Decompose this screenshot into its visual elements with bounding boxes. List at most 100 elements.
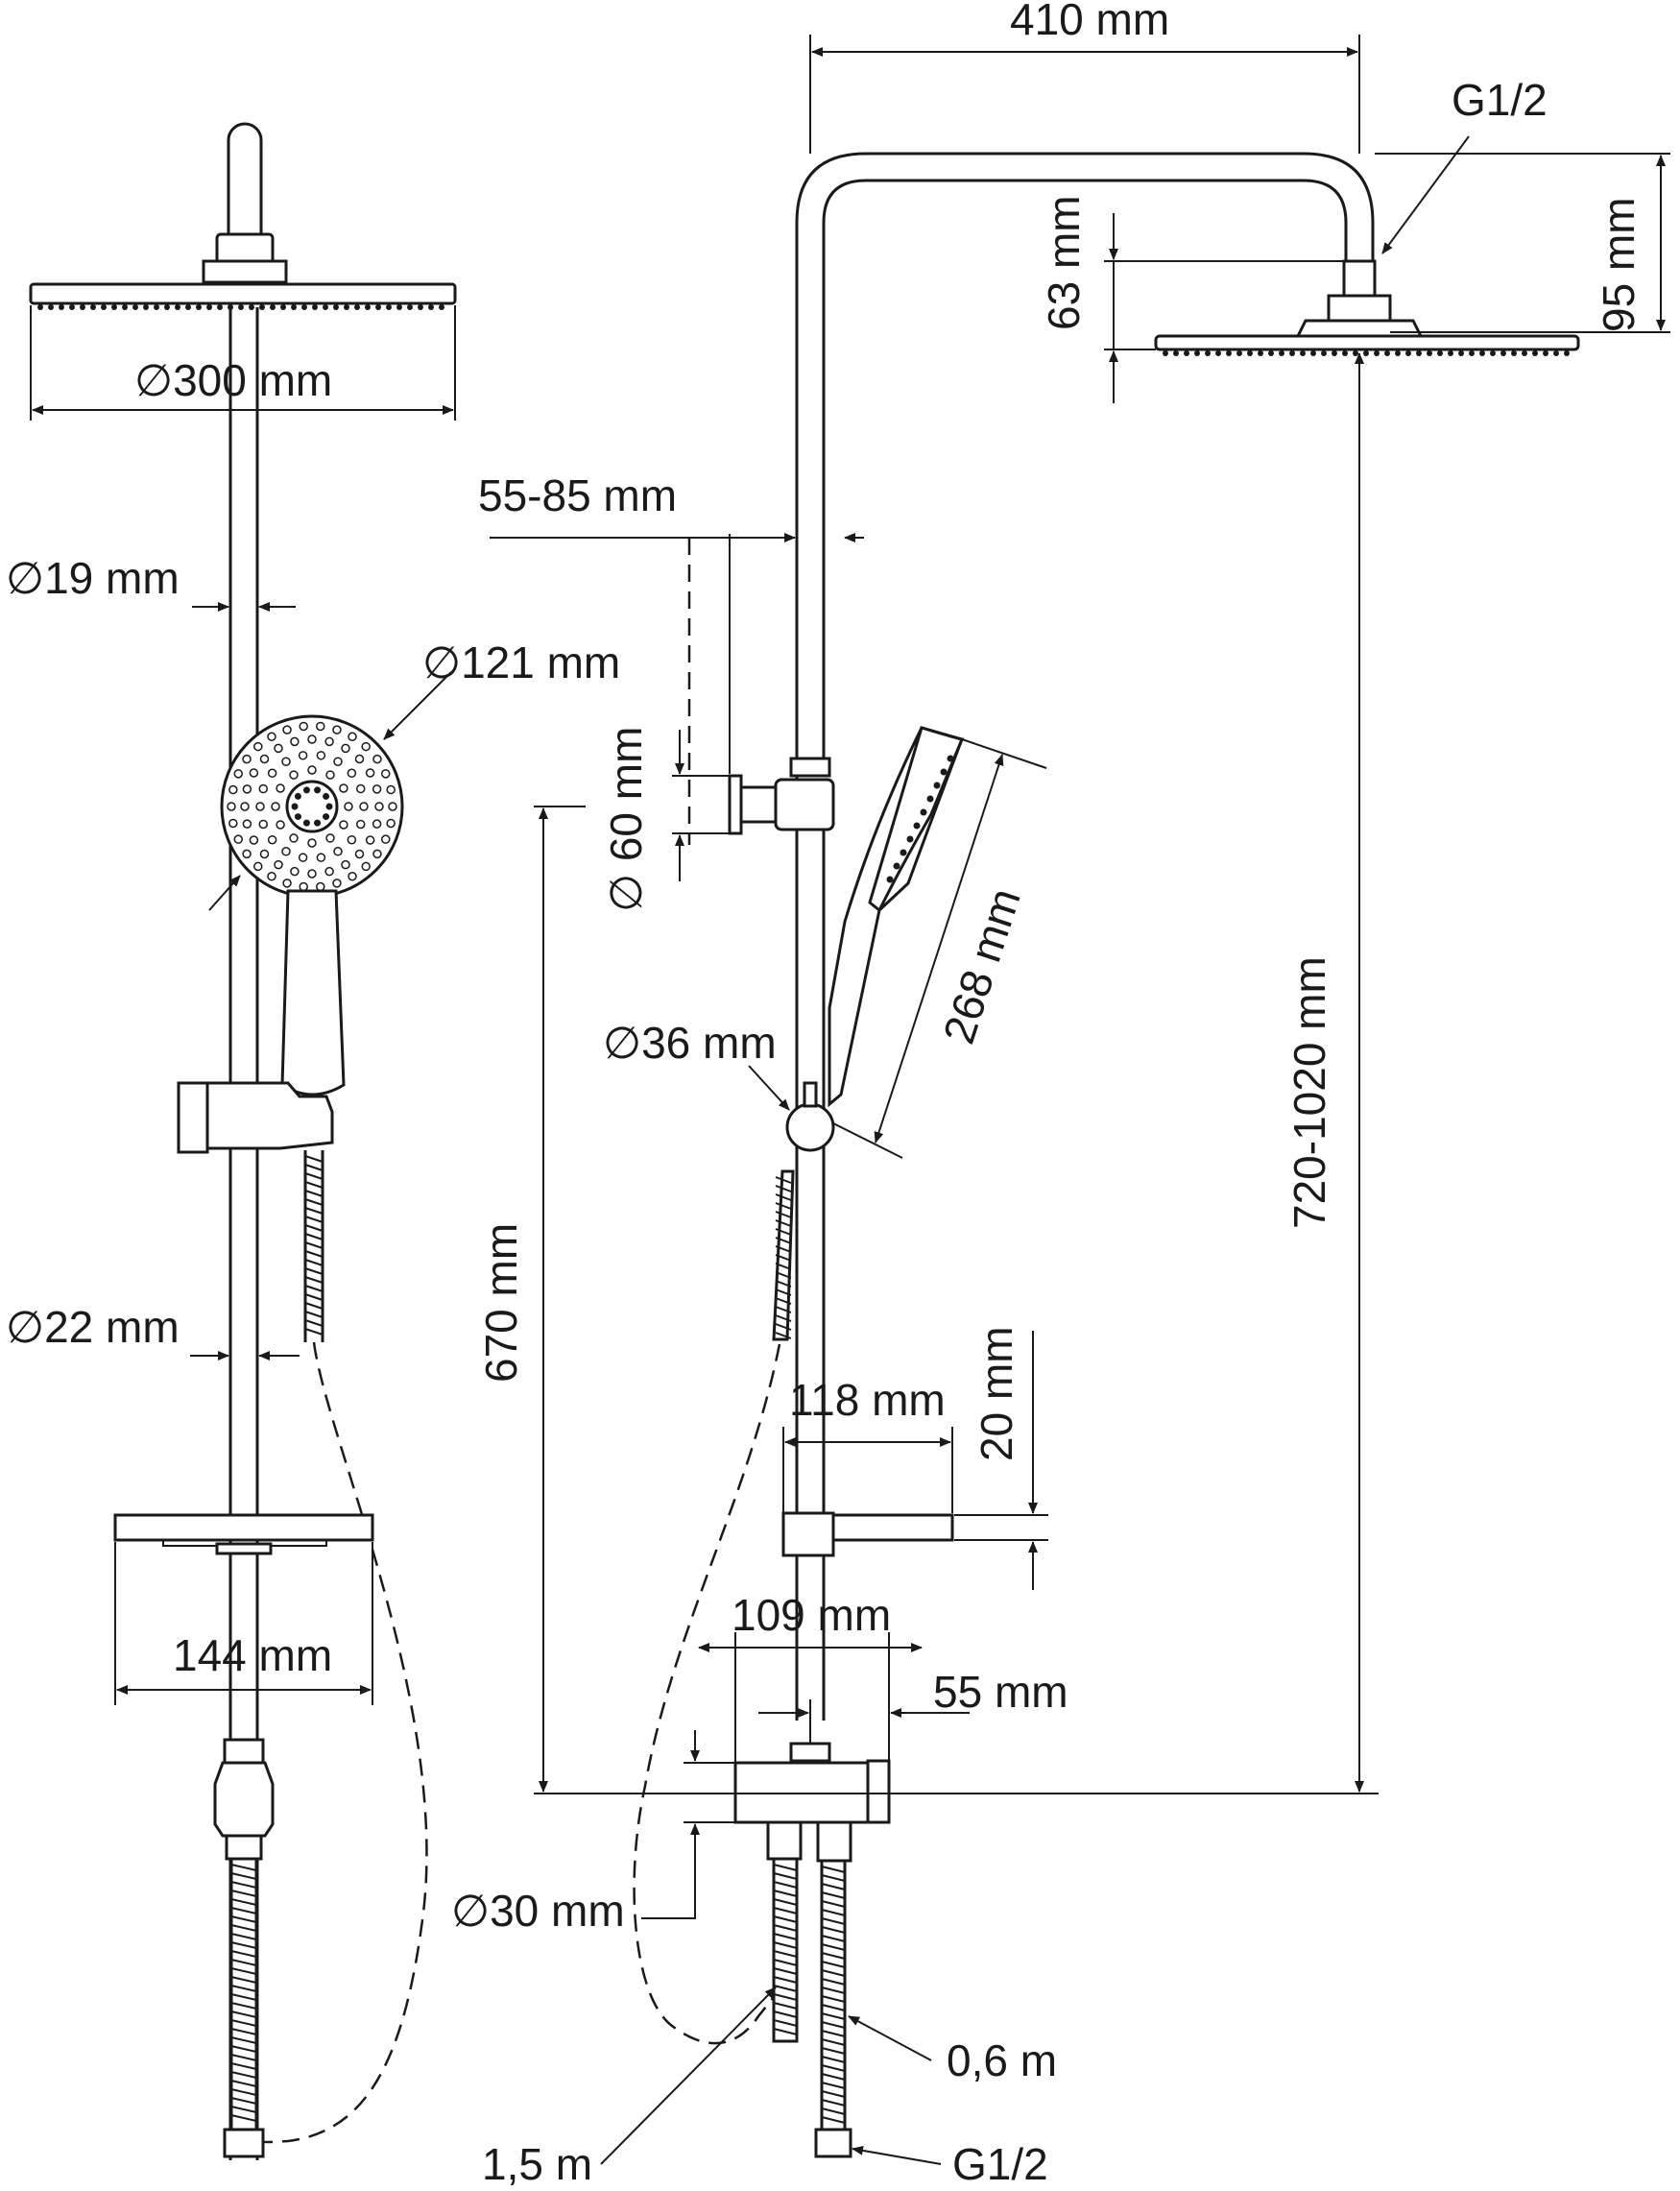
hose-hatch-line xyxy=(775,1245,792,1253)
nozzle-dot xyxy=(375,304,381,310)
hose-hatch-line xyxy=(775,1228,792,1236)
nozzle-dot xyxy=(428,304,434,310)
hand-nozzle xyxy=(228,818,238,829)
hand-nozzle xyxy=(282,879,292,888)
hand-nozzle xyxy=(307,838,317,848)
hose-hatch-line xyxy=(304,1241,324,1249)
hose-hatch-line xyxy=(773,1864,798,1871)
hose-hatch-line xyxy=(775,1314,792,1322)
hose-hatch-line xyxy=(773,1950,798,1958)
hose-hatch-line xyxy=(304,1267,324,1275)
hand-nozzle xyxy=(267,768,277,779)
hand-nozzle xyxy=(316,721,325,732)
nozzle-dot xyxy=(48,304,54,310)
hand-nozzle xyxy=(354,754,365,764)
hand-nozzle xyxy=(380,769,391,779)
hand-nozzle-center xyxy=(314,819,322,827)
hand-nozzle xyxy=(259,849,270,859)
side-rail-coupling xyxy=(789,757,831,778)
nozzle-dot xyxy=(1363,350,1369,356)
side-hand-nozzle xyxy=(926,795,934,803)
label-shelf-width-front: 144 mm xyxy=(173,1630,332,1680)
nozzle-dot xyxy=(1300,350,1306,356)
side-hand-hose xyxy=(772,1169,795,1341)
nozzle-dot xyxy=(354,304,360,310)
hose-hatch-line xyxy=(230,2088,257,2096)
hose-hatch-line xyxy=(230,1907,257,1914)
hose-hatch-line xyxy=(230,1976,257,1984)
nozzle-dot xyxy=(1553,350,1559,356)
hand-nozzle xyxy=(267,834,277,845)
hose-hatch-line xyxy=(821,1917,846,1925)
hand-nozzle xyxy=(380,834,391,844)
hand-nozzle xyxy=(333,757,343,766)
hand-nozzle xyxy=(361,741,371,752)
label-total-height: 720-1020 mm xyxy=(1284,956,1334,1229)
hose-hatch-line xyxy=(230,1985,257,1992)
hand-nozzle xyxy=(372,849,382,859)
nozzle-dot xyxy=(270,304,276,310)
nozzle-dot xyxy=(1332,350,1337,356)
hose-hatch-line xyxy=(821,2047,846,2055)
hand-nozzle xyxy=(228,784,238,795)
hand-nozzle xyxy=(290,736,300,747)
side-head-neck xyxy=(1295,319,1424,338)
hose-hatch-line xyxy=(775,1332,792,1339)
hose-hatch-line xyxy=(773,1924,798,1932)
nozzle-dot xyxy=(1268,350,1274,356)
hose-hatch-line xyxy=(304,1207,324,1215)
nozzle-dot xyxy=(1384,350,1390,356)
side-head-mount xyxy=(1327,294,1392,323)
hose-hatch-line xyxy=(773,1993,798,2001)
hose-hatch-line xyxy=(230,2062,257,2070)
hose-hatch-line xyxy=(821,1900,846,1908)
hose-hatch-line xyxy=(775,1193,792,1201)
nozzle-dot xyxy=(407,304,413,310)
hand-nozzle xyxy=(307,734,317,744)
side-holder-pin xyxy=(803,1081,818,1108)
hose-hatch-line xyxy=(230,2080,257,2087)
hose-hatch-line xyxy=(775,1323,792,1331)
front-head-nozzles xyxy=(37,304,444,310)
label-mixer-width: 109 mm xyxy=(732,1590,891,1640)
label-mixer-diameter: ∅30 mm xyxy=(451,1886,625,1936)
hand-nozzle xyxy=(242,784,252,794)
hose-hatch-line xyxy=(775,1306,792,1313)
side-riser-arm-inner xyxy=(822,179,1348,758)
hand-nozzle xyxy=(355,783,366,794)
hand-nozzle xyxy=(355,819,366,830)
nozzle-dot xyxy=(396,304,402,310)
hose-hatch-line xyxy=(775,1263,792,1270)
hose-hatch-line xyxy=(773,1890,798,1897)
nozzle-dot xyxy=(1215,350,1221,356)
label-bracket-diameter: ∅ 60 mm xyxy=(601,727,651,912)
label-wall-distance: 55-85 mm xyxy=(478,470,677,520)
hand-nozzle xyxy=(276,783,285,793)
nozzle-dot xyxy=(206,304,212,310)
hose-hatch-line xyxy=(230,1941,257,1949)
hand-nozzle xyxy=(365,835,375,845)
side-head-nozzles xyxy=(1163,350,1570,356)
nozzle-dot xyxy=(312,304,318,310)
front-inlet-hatch xyxy=(230,1864,257,2122)
hand-nozzle xyxy=(341,859,350,870)
front-head-connector xyxy=(215,232,275,265)
side-head-connector xyxy=(1342,259,1377,298)
front-mixer-top xyxy=(223,1738,265,1765)
hose-hatch-line xyxy=(304,1302,324,1310)
hose-hatch-line xyxy=(230,1924,257,1932)
hose-hatch-line xyxy=(821,1866,846,1873)
hose-hatch-line xyxy=(775,1254,792,1262)
nozzle-dot xyxy=(1205,350,1211,356)
hand-nozzle xyxy=(341,743,350,754)
hand-nozzle xyxy=(267,732,276,742)
hose-hatch-line xyxy=(773,1967,798,1975)
hose-hatch-line xyxy=(304,1276,324,1284)
hose-hatch-line xyxy=(821,2012,846,2020)
hose-hatch-line xyxy=(821,1969,846,1977)
hose-hatch-line xyxy=(821,1891,846,1899)
hose-hatch-line xyxy=(304,1293,324,1301)
hose-hatch-line xyxy=(230,1915,257,1923)
hose-hatch-line xyxy=(304,1319,324,1327)
